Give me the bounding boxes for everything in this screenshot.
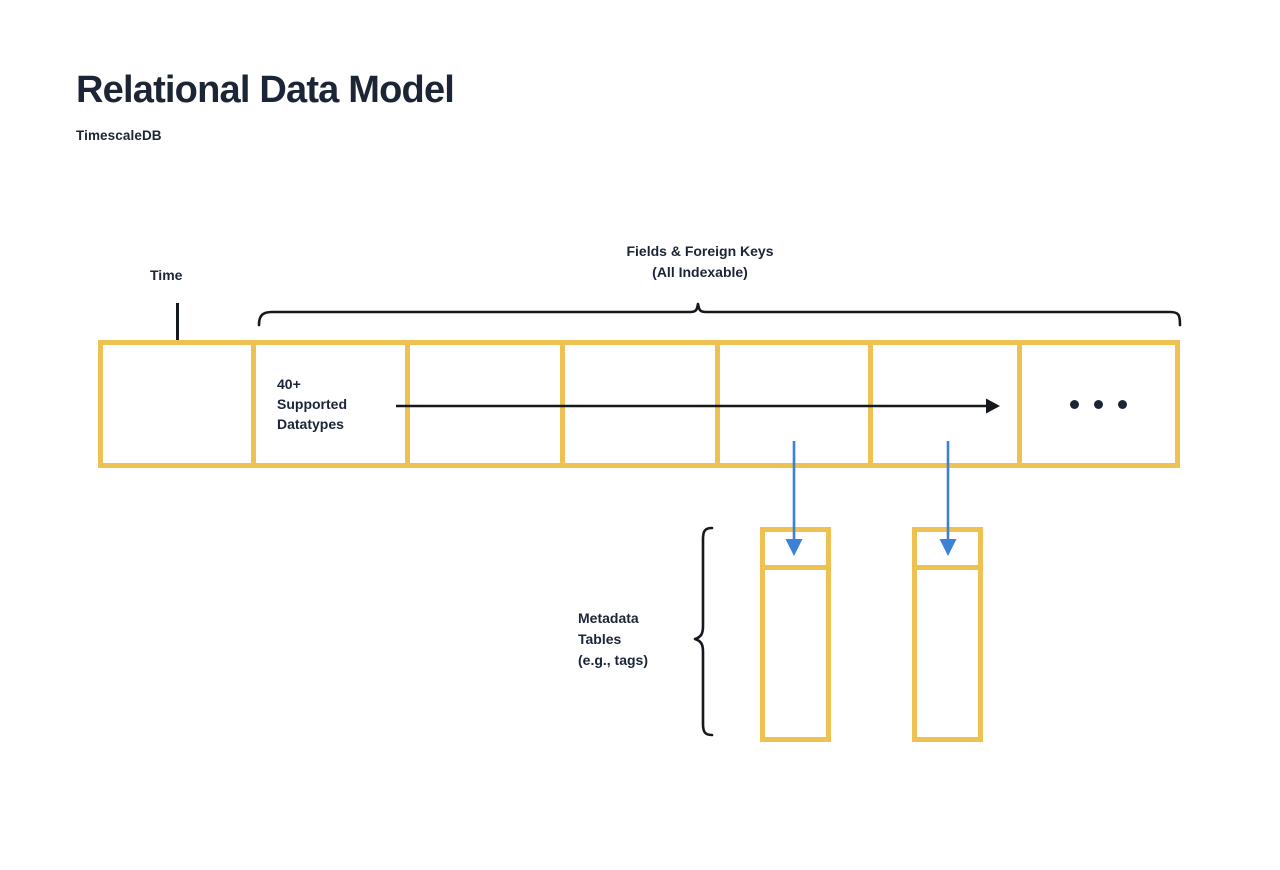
- fields-foreign-keys-label: Fields & Foreign Keys (All Indexable): [626, 243, 774, 280]
- metadata-brace: [693, 526, 714, 737]
- time-tick-line: [176, 303, 179, 376]
- metadata-table-2-body: [917, 570, 978, 737]
- metadata-table-1-header: [765, 532, 826, 570]
- fields-brace: [257, 302, 1182, 327]
- page-subtitle: TimescaleDB: [76, 128, 162, 143]
- time-column-cell[interactable]: [103, 345, 256, 463]
- page-title: Relational Data Model: [76, 69, 455, 111]
- datatypes-column-cell[interactable]: 40+ Supported Datatypes: [256, 345, 410, 463]
- field-column-1-cell[interactable]: [410, 345, 565, 463]
- hypertable-row: 40+ Supported Datatypes: [98, 340, 1180, 468]
- metadata-table-1-body: [765, 570, 826, 737]
- metadata-table-2[interactable]: [912, 527, 983, 742]
- metadata-table-2-header: [917, 532, 978, 570]
- metadata-table-1[interactable]: [760, 527, 831, 742]
- ellipsis-icon: [1070, 399, 1127, 409]
- field-column-2-cell[interactable]: [565, 345, 720, 463]
- datatypes-text: 40+ Supported Datatypes: [277, 375, 347, 433]
- field-column-4-cell[interactable]: [873, 345, 1022, 463]
- metadata-tables-label: Metadata Tables (e.g., tags): [578, 610, 649, 668]
- overflow-column-cell[interactable]: [1022, 345, 1175, 463]
- time-label: Time: [150, 267, 183, 283]
- field-column-3-cell[interactable]: [720, 345, 873, 463]
